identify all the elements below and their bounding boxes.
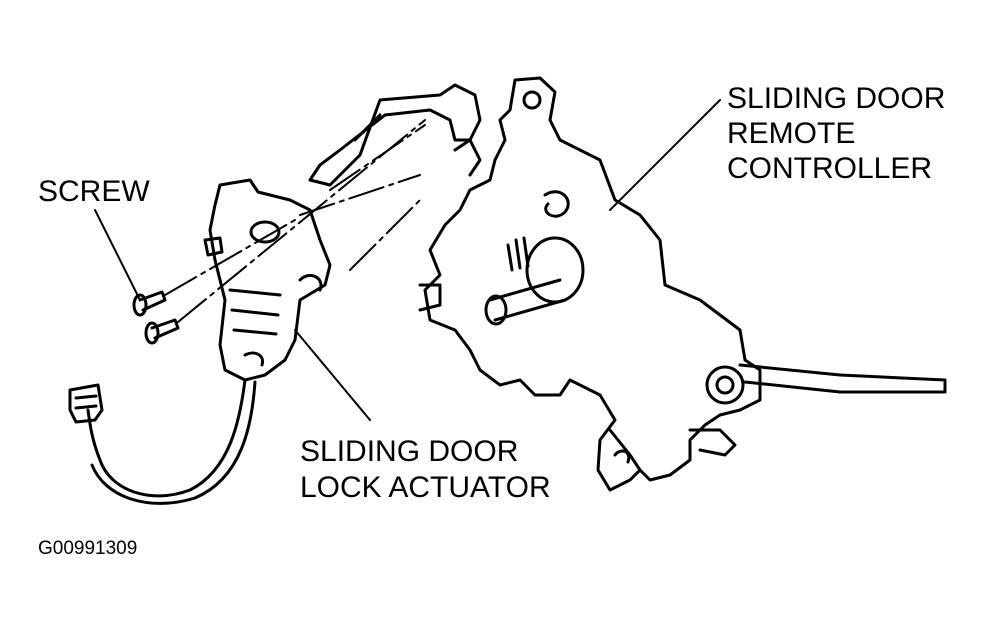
upper-bracket (308, 83, 482, 187)
lock-actuator-part (203, 178, 332, 382)
leader-lines (94, 99, 721, 421)
control-rod (688, 363, 947, 457)
leader-lock-actuator (294, 329, 371, 421)
wire-harness (68, 378, 257, 505)
screw-lower (144, 318, 180, 345)
label-lock-actuator-line2: LOCK ACTUATOR (300, 471, 551, 504)
label-remote-controller-line2: REMOTE (727, 117, 856, 150)
label-remote-controller-line3: CONTROLLER (727, 152, 933, 185)
leader-screw (94, 209, 141, 301)
remote-controller-part (418, 76, 762, 492)
screw-upper (132, 290, 167, 317)
label-lock-actuator-line1: SLIDING DOOR (300, 435, 519, 468)
label-remote-controller-line1: SLIDING DOOR (727, 82, 946, 115)
leader-remote-controller (609, 99, 721, 211)
assembly-guide-lines (164, 119, 426, 323)
label-screw: SCREW (38, 175, 150, 208)
figure-id: G00991309 (38, 538, 138, 559)
